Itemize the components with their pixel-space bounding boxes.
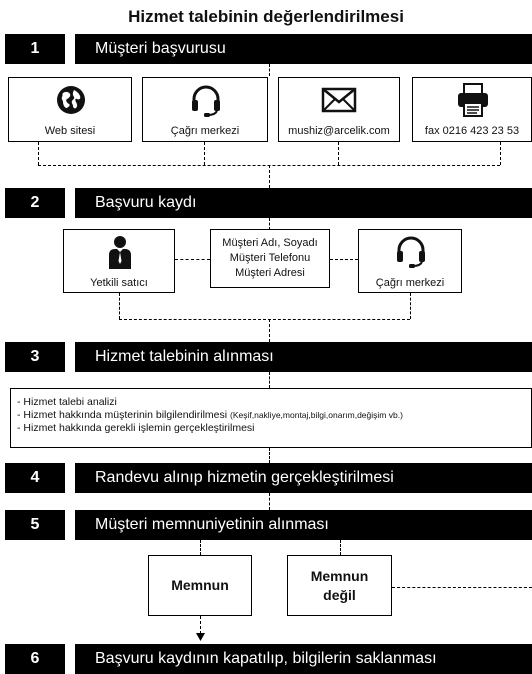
channel-label: Web sitesi	[44, 125, 96, 137]
step-label: Hizmet talebinin alınması	[95, 348, 274, 365]
step-4-bar: 4 Randevu alınıp hizmetin gerçekleştiril…	[5, 463, 532, 493]
connector	[338, 142, 339, 165]
record-label: Yetkili satıcı	[90, 277, 148, 289]
channel-email: mushiz@arcelik.com	[278, 77, 400, 142]
step-label: Müşteri başvurusu	[95, 40, 226, 57]
channel-label: mushiz@arcelik.com	[288, 125, 390, 137]
channel-web: Web sitesi	[8, 77, 132, 142]
connector	[269, 319, 270, 342]
step-2-bar: 2 Başvuru kaydı	[5, 188, 532, 218]
unsatisfied-label: Memnun	[310, 568, 369, 584]
connector	[200, 616, 201, 634]
analysis-item: - Hizmet hakkında müşterinin bilgilendir…	[17, 409, 403, 421]
connector	[500, 142, 501, 165]
analysis-item: - Hizmet hakkında gerekli işlemin gerçek…	[17, 422, 255, 434]
step-1-bar: 1 Müşteri başvurusu	[5, 34, 532, 64]
step-number: 6	[30, 650, 40, 667]
step-6-bar: 6 Başvuru kaydının kapatılıp, bilgilerin…	[5, 644, 532, 674]
connector	[175, 259, 210, 260]
analysis-box: - Hizmet talebi analizi - Hizmet hakkınd…	[10, 388, 532, 448]
arrow-down-icon	[196, 633, 205, 641]
headset-icon	[192, 85, 220, 117]
step-number: 4	[30, 469, 40, 486]
page-title: Hizmet talebinin değerlendirilmesi	[128, 7, 404, 26]
record-customer-info: Müşteri Adı, Soyadı Müşteri Telefonu Müş…	[210, 229, 330, 288]
record-call-center: Çağrı merkezi	[358, 229, 462, 293]
connector	[340, 540, 341, 555]
step-label: Müşteri memnuniyetinin alınması	[95, 516, 329, 533]
connector	[269, 218, 270, 230]
connector	[204, 142, 205, 165]
unsatisfied-box: Memnun değil	[287, 555, 392, 616]
unsatisfied-label: değil	[323, 587, 356, 603]
connector	[269, 64, 270, 76]
satisfied-label: Memnun	[171, 577, 229, 593]
connector	[269, 493, 270, 510]
record-dealer: Yetkili satıcı	[63, 229, 175, 293]
record-field: Müşteri Telefonu	[229, 252, 311, 264]
channel-label: Çağrı merkezi	[170, 125, 240, 137]
person-icon	[109, 236, 131, 269]
envelope-icon	[321, 87, 357, 113]
channel-label: fax 0216 423 23 53	[424, 125, 520, 137]
connector	[119, 293, 120, 319]
globe-icon	[57, 86, 85, 114]
step-number: 2	[30, 194, 40, 211]
step-number: 5	[30, 516, 40, 533]
step-label: Başvuru kaydı	[95, 194, 197, 211]
record-label: Çağrı merkezi	[375, 277, 445, 289]
connector	[330, 259, 358, 260]
connector	[38, 142, 39, 165]
channel-fax: fax 0216 423 23 53	[412, 77, 532, 142]
headset-icon	[397, 236, 425, 268]
channel-call-center: Çağrı merkezi	[142, 77, 268, 142]
satisfied-box: Memnun	[148, 555, 252, 616]
record-field: Müşteri Adresi	[235, 267, 305, 279]
step-label: Randevu alınıp hizmetin gerçekleştirilme…	[95, 469, 394, 486]
connector	[269, 372, 270, 388]
fax-icon	[458, 83, 488, 117]
step-3-bar: 3 Hizmet talebinin alınması	[5, 342, 532, 372]
connector	[410, 293, 411, 319]
record-field: Müşteri Adı, Soyadı	[222, 237, 318, 249]
connector	[269, 448, 270, 463]
connector	[392, 587, 532, 588]
step-number: 1	[30, 40, 40, 57]
connector	[119, 319, 410, 320]
step-number: 3	[30, 348, 40, 365]
connector	[269, 165, 270, 188]
connector	[200, 540, 201, 555]
step-5-bar: 5 Müşteri memnuniyetinin alınması	[5, 510, 532, 540]
step-label: Başvuru kaydının kapatılıp, bilgilerin s…	[95, 650, 437, 667]
analysis-item: - Hizmet talebi analizi	[17, 396, 117, 408]
